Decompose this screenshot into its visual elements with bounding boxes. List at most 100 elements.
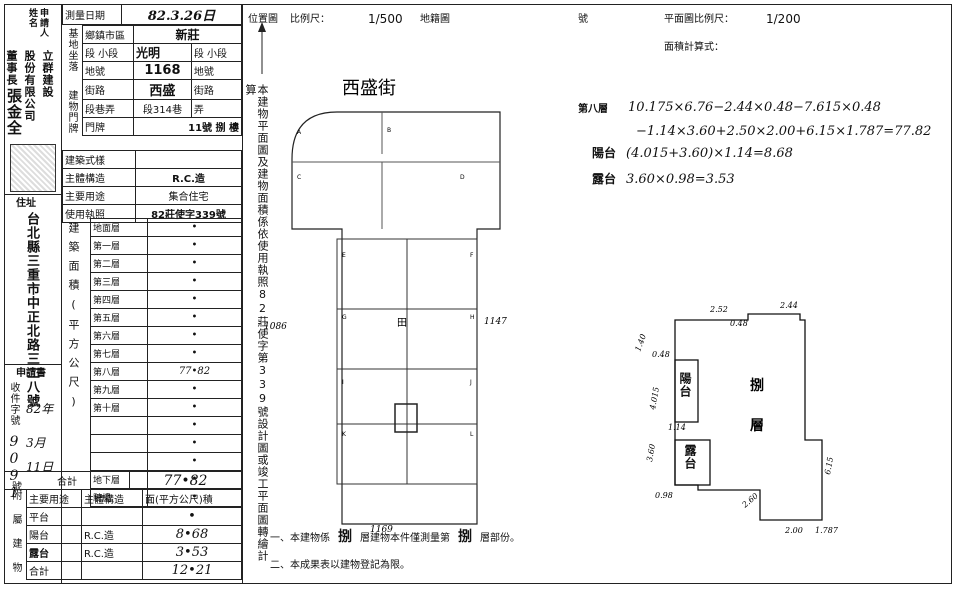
applicant-extra: 申請書 <box>16 368 46 379</box>
floor-label: 第七層 <box>90 344 148 363</box>
floorplan-dimension: 2.52 <box>709 305 728 314</box>
applicant-company: 立群建設 <box>41 50 54 98</box>
floor-label: 第九層 <box>90 380 148 399</box>
annex-use: 陽台 <box>26 525 82 544</box>
parcel-suffix: 地號 <box>190 61 243 80</box>
section-label: 段 小段 <box>82 43 134 62</box>
floor-area: • <box>147 236 242 255</box>
parcel-value: 1168 <box>133 61 192 80</box>
note-1: 一、本建物係捌層建物本件僅測量第捌層部份。 <box>270 529 520 545</box>
annex-area: 12•21 <box>142 561 242 580</box>
floorplan-scale-value: 1/200 <box>766 12 801 26</box>
room-terrace-label: 露台 <box>683 444 697 470</box>
door-label: 建物門牌 <box>66 90 77 134</box>
floorplan-dimension: 1.40 <box>633 333 648 353</box>
annex-col-area: 面(平方公尺)積 <box>142 489 242 508</box>
floorplan-dimension: 0.48 <box>730 319 748 328</box>
formula-main-line2: −1.14×3.60+2.50×2.00+6.15×1.787=77.82 <box>636 124 932 139</box>
street-value: 西盛 <box>133 79 192 100</box>
floorplan-dimension: 2.44 <box>779 301 798 310</box>
room-main-label-2: 層 <box>750 418 764 434</box>
applicant-address: 台北縣三重市中正北路三二八號 <box>24 212 39 408</box>
annex-structure <box>81 561 143 580</box>
floor-label: 第二層 <box>90 254 148 273</box>
floor-label: 地面層 <box>90 218 148 237</box>
balcony-outline <box>674 359 699 423</box>
street-name: 西盛街 <box>342 78 396 99</box>
total-label: 合計 <box>4 471 130 490</box>
annex-use: 平台 <box>26 507 82 526</box>
number-value: 11號 捌 樓 <box>133 117 242 136</box>
unit-letter: F <box>470 252 474 259</box>
unit-letter: I <box>342 379 344 386</box>
section-value: 光明 <box>133 43 192 62</box>
floor-area: • <box>147 416 242 435</box>
floor-label: 第六層 <box>90 326 148 345</box>
annex-use: 合計 <box>26 561 82 580</box>
divider <box>4 194 62 195</box>
area-group-label: 建築面積(平方公尺) <box>67 222 80 416</box>
floorplan-dimension: 0.98 <box>655 491 673 500</box>
floor-label: 第四層 <box>90 290 148 309</box>
plan-vertical-note: 本建物平面圖及建物面積係依使用執照82莊使字第339號設計圖或竣工平面圖轉繪計算 <box>244 84 269 562</box>
scale-label: 比例尺： <box>290 14 330 25</box>
formula-balcony: (4.015+3.60)×1.14=8.68 <box>626 146 793 161</box>
total-value: 77•82 <box>129 471 242 490</box>
floorplan-scale-label: 平面圖比例尺： <box>664 14 734 25</box>
room-main-label: 捌 <box>750 377 764 394</box>
floor-area: 77•82 <box>147 362 242 381</box>
scale-value: 1/500 <box>368 12 403 26</box>
unit-letter: D <box>460 174 465 181</box>
seal-stamp <box>10 144 56 192</box>
unit-letter: H <box>470 314 475 321</box>
note-1-c: 層建物本件僅測量第 <box>360 533 450 544</box>
use-label: 主要用途 <box>62 186 136 205</box>
survey-target-marker <box>394 403 418 433</box>
floor-area: • <box>147 218 242 237</box>
floor-label: 第三層 <box>90 272 148 291</box>
note-1-a: 一、本建物係 <box>270 533 330 544</box>
formula-balcony-label: 陽台 <box>592 146 617 160</box>
unit-letter: L <box>470 431 474 438</box>
lane-suffix: 弄 <box>190 99 243 118</box>
plan-dim-bottom: 1169 <box>370 525 393 535</box>
cadastral-label: 地籍圖 <box>420 14 450 25</box>
lane-value: 段314巷 <box>133 99 192 118</box>
date-label: 測量日期 <box>62 4 122 25</box>
location-label: 位置圖 <box>248 14 278 25</box>
submit-month: 3月 <box>26 436 46 450</box>
floor-label <box>90 434 148 453</box>
street-label: 街路 <box>82 79 134 100</box>
street-suffix: 街路 <box>190 79 243 100</box>
annex-area: 3•53 <box>142 543 242 562</box>
center-mark: 田 <box>397 318 407 329</box>
floor-area: • <box>147 344 242 363</box>
unit-letter: A <box>297 129 302 136</box>
floorplan-dimension: 0.48 <box>652 350 670 359</box>
applicant-name: 張金全 <box>5 88 23 136</box>
township-label: 鄉鎮市區 <box>82 25 134 44</box>
applicant-label: 申請人姓名 <box>27 8 48 38</box>
unit-letter: C <box>297 174 301 181</box>
unit-letter: B <box>387 127 391 134</box>
number-label: 門牌 <box>82 117 134 136</box>
section-suffix: 段 小段 <box>190 43 243 62</box>
unit-letter: J <box>469 379 472 386</box>
room-balcony-label: 陽台 <box>678 372 692 398</box>
floor-label <box>90 416 148 435</box>
note-1-floor: 捌 <box>338 529 352 545</box>
address-label: 住址 <box>16 198 36 209</box>
applicant-company-type: 股份有限公司 <box>23 50 36 122</box>
plan-dim-right: 1147 <box>484 317 507 327</box>
floorplan-label: 號 <box>578 14 588 25</box>
formula-main-label: 第八層 <box>578 104 608 115</box>
annex-structure <box>81 507 143 526</box>
floor-area: • <box>147 434 242 453</box>
annex-area: 8•68 <box>142 525 242 544</box>
formula-main-line1: 10.175×6.76−2.44×0.48−7.615×0.48 <box>628 100 881 115</box>
document-frame <box>4 4 952 584</box>
